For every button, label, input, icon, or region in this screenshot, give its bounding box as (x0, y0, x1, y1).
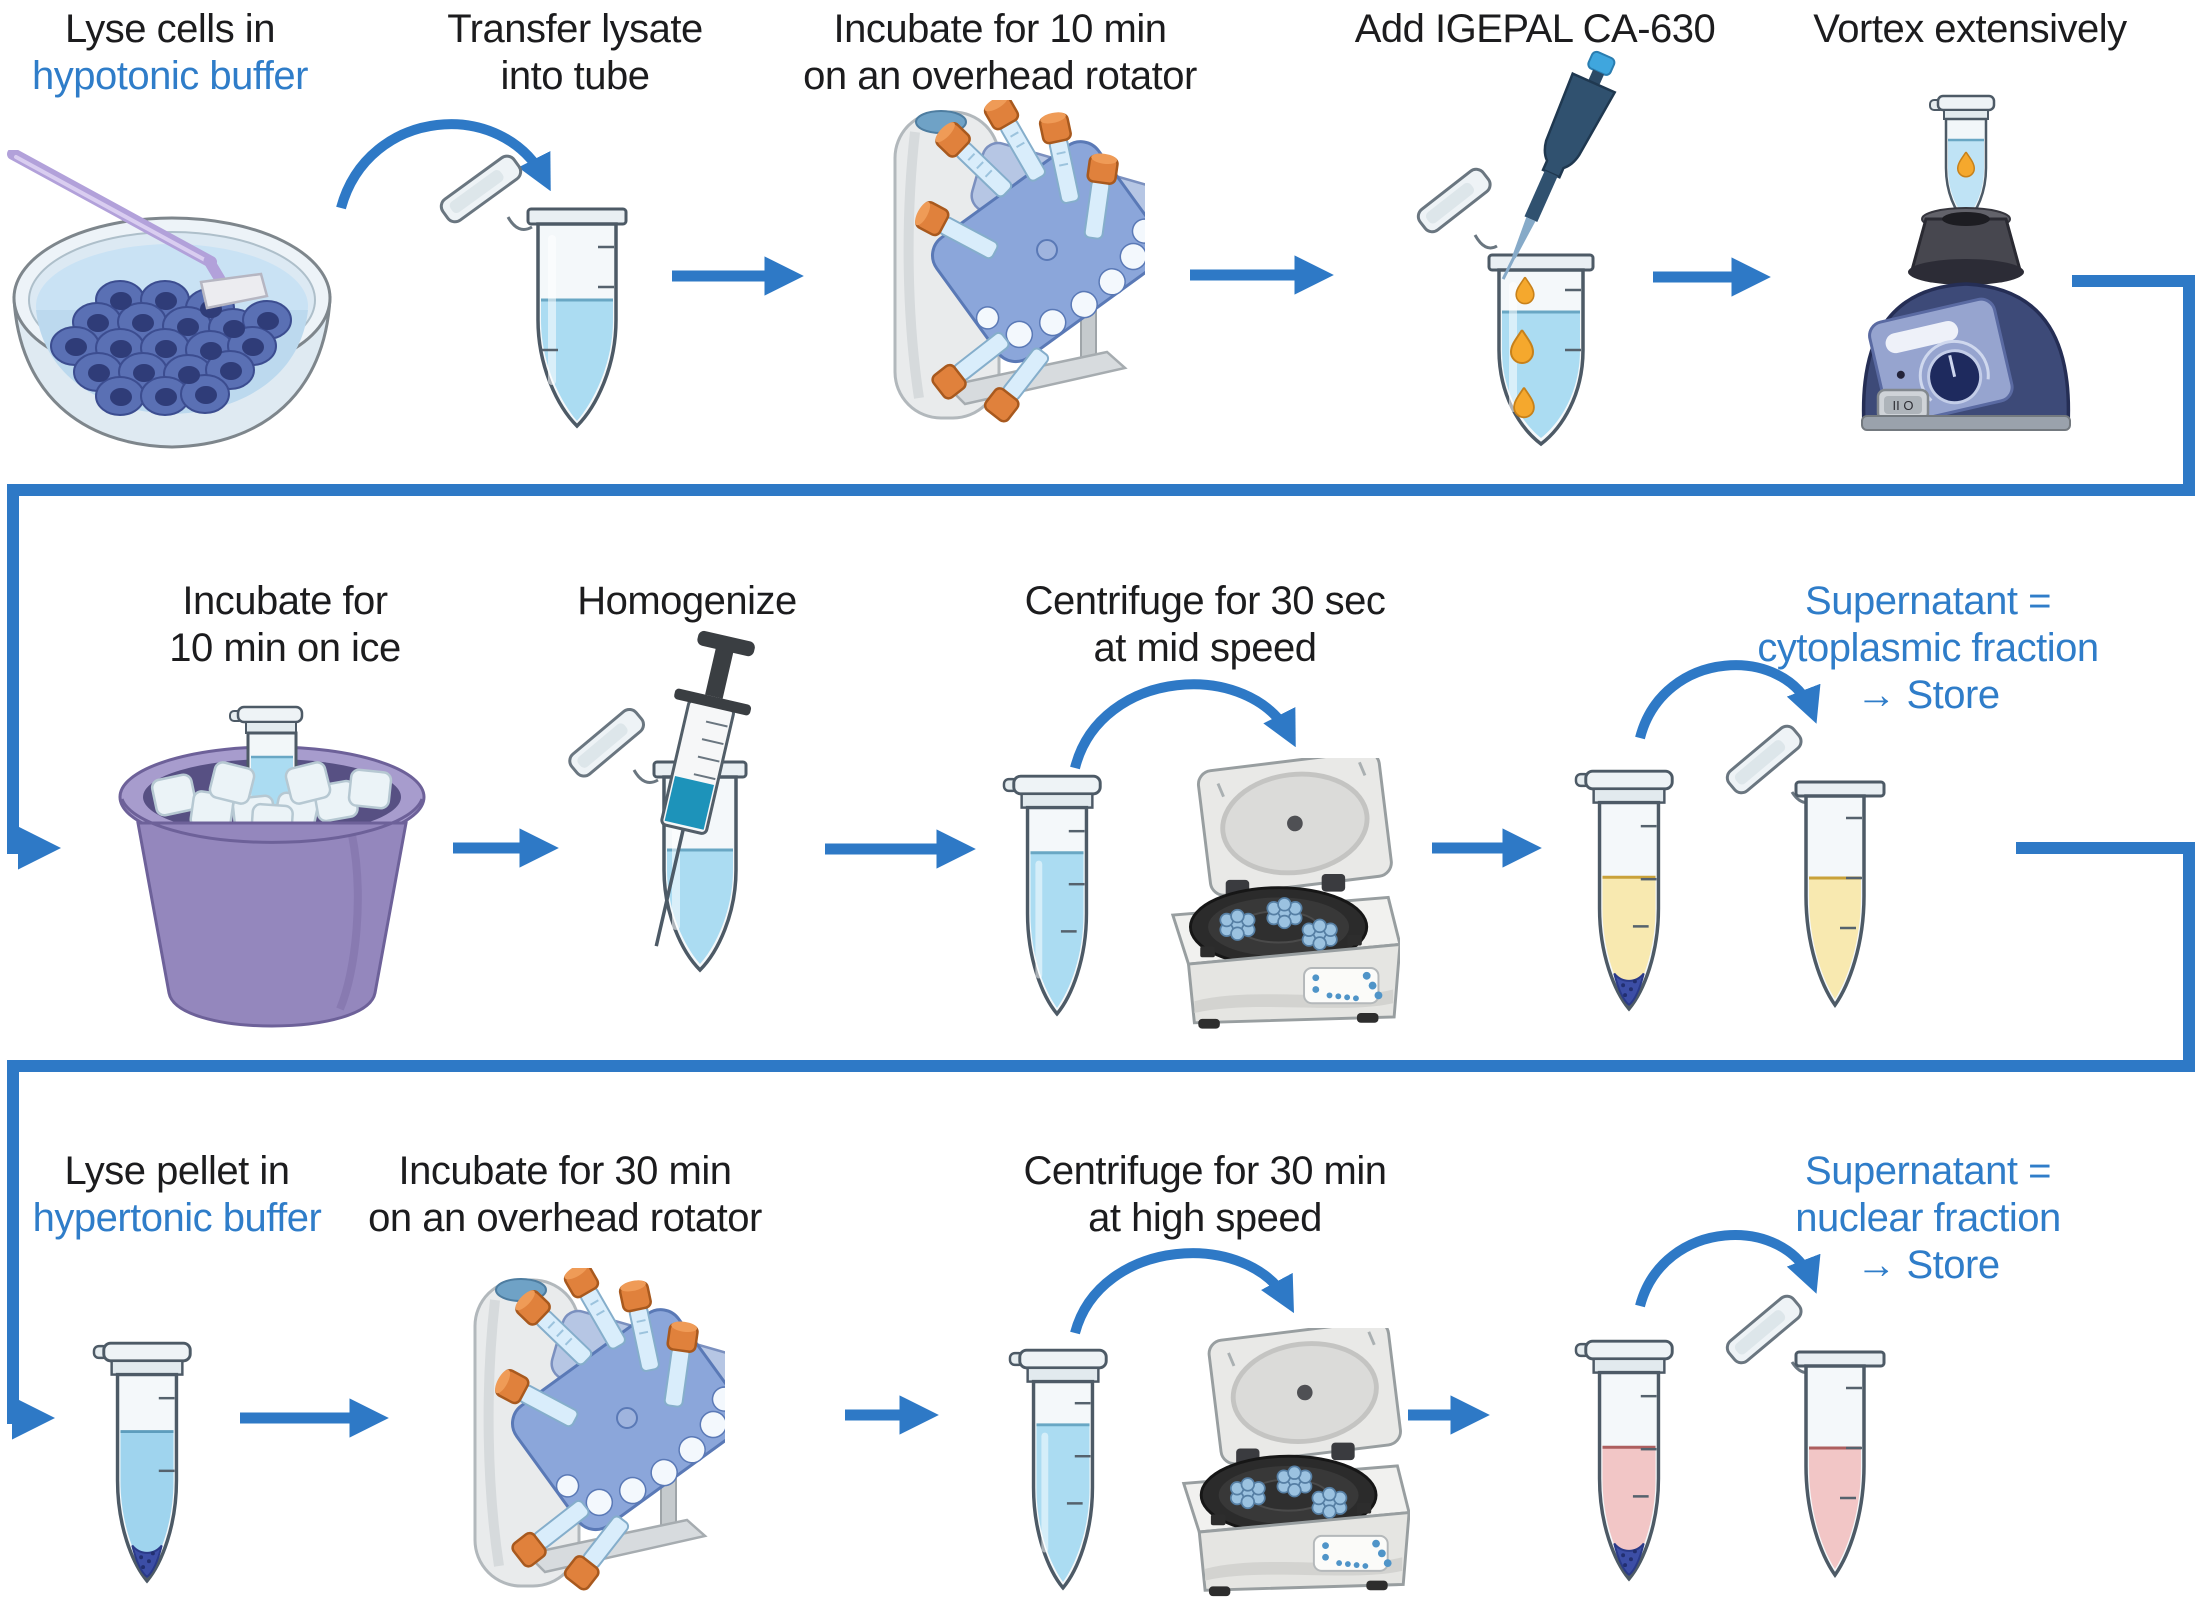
step-11-label: Incubate for 30 min on an overhead rotat… (355, 1148, 775, 1242)
closed-tube-icon (1002, 774, 1102, 1017)
bucket-body (136, 821, 408, 1028)
step-label-line: Incubate for 10 min (833, 7, 1167, 51)
tube-liquid (541, 300, 613, 421)
step-label-line: Incubate for 30 min (398, 1149, 732, 1193)
step-label-line: Lyse pellet in (64, 1149, 291, 1193)
step-2-label: Transfer lysate into tube (365, 6, 785, 100)
step-label-line: Supernatant = (1805, 1149, 2051, 1193)
step-label-line: cytoplasmic fraction (1757, 626, 2099, 670)
curved-arrow-supernatant-cytoplasmic (1635, 660, 1821, 740)
petri-dish-icon (7, 150, 332, 449)
curved-arrow-supernatant-nuclear (1635, 1230, 1821, 1308)
tube-flip-cap (568, 707, 645, 778)
vortex-tube (1929, 94, 1996, 224)
centrifuge-icon (1175, 1328, 1410, 1600)
step-4-label: Add IGEPAL CA-630 (1325, 6, 1745, 53)
step-label-line: Centrifuge for 30 sec (1024, 579, 1386, 623)
pipette-into-tube-icon (1416, 50, 1617, 447)
step-label-line: nuclear fraction (1795, 1196, 2061, 1240)
step-label-line: Supernatant = (1805, 579, 2051, 623)
step-7-label: Homogenize (477, 578, 897, 625)
step-label-line: at high speed (1088, 1196, 1322, 1240)
tube-liquid (1036, 1424, 1090, 1582)
wrap-connector-row1-row2 (7, 275, 2195, 870)
step-label-line: hypotonic buffer (32, 54, 308, 98)
tube-liquid-pink (1602, 1447, 1656, 1573)
power-switch: II O (1876, 388, 1930, 422)
step-5-label: Vortex extensively (1760, 6, 2180, 53)
vortex-mixer-icon: II O (1861, 94, 2071, 431)
step-13-label: Supernatant = nuclear fraction → Store (1738, 1148, 2118, 1289)
svg-text:II O: II O (1893, 398, 1914, 413)
step-label-line: on an overhead rotator (803, 54, 1197, 98)
overhead-rotator-icon (435, 1268, 725, 1598)
curved-arrow-dish-to-tube (336, 119, 551, 210)
step-label-line: → Store (1856, 1243, 2000, 1287)
step-10-label: Lyse pellet in hypertonic buffer (0, 1148, 387, 1242)
step-6-label: Incubate for 10 min on ice (75, 578, 495, 672)
open-microcentrifuge-tube-icon (439, 154, 628, 429)
tube-liquid-yellow (1602, 877, 1656, 1003)
centrifuge-icon (1165, 758, 1400, 1033)
nuclear-fraction-tube-icon (1574, 1339, 1674, 1582)
open-storage-tube-icon (1725, 1294, 1886, 1579)
tube-flip-cap (439, 154, 523, 224)
step-label-line: hypertonic buffer (32, 1196, 322, 1240)
tube-flip-cap (1725, 1294, 1803, 1365)
step-label-line: Transfer lysate (447, 7, 703, 51)
pellet-lysis-tube-icon (92, 1341, 192, 1584)
step-label-line: Incubate for (182, 579, 388, 623)
step-label-line: at mid speed (1093, 626, 1317, 670)
step-label-line: Vortex extensively (1813, 7, 2127, 51)
step-3-label: Incubate for 10 min on an overhead rotat… (790, 6, 1210, 100)
syringe-liquid (664, 775, 714, 830)
tube-liquid-pink (1809, 1448, 1861, 1569)
step-label-line: 10 min on ice (169, 626, 401, 670)
step-9-label: Supernatant = cytoplasmic fraction → Sto… (1738, 578, 2118, 719)
closed-tube-icon (1008, 1348, 1108, 1591)
step-label-line: → Store (1856, 673, 2000, 717)
curved-arrow-tube-to-centrifuge-row3 (1070, 1248, 1295, 1335)
overhead-rotator-icon (855, 100, 1145, 430)
cytoplasmic-fraction-tube-icon (1574, 769, 1674, 1012)
tube-flip-cap (1725, 724, 1803, 795)
step-label-line: Lyse cells in (65, 7, 275, 51)
syringe-icon (654, 630, 755, 947)
tube-liquid (1030, 852, 1084, 1008)
syringe-in-tube-icon (568, 630, 755, 973)
step-1-label: Lyse cells in hypotonic buffer (0, 6, 380, 100)
step-label-line: into tube (500, 54, 650, 98)
curved-arrow-tube-to-centrifuge-row2 (1070, 679, 1296, 770)
step-label-line: Add IGEPAL CA-630 (1354, 7, 1716, 51)
step-label-line: Homogenize (577, 579, 797, 623)
step-label-line: on an overhead rotator (368, 1196, 762, 1240)
wrap-connector-row2-row3 (7, 842, 2195, 1440)
tube-liquid (120, 1431, 174, 1575)
tube-flip-cap (1416, 167, 1492, 234)
cell-scraper-icon (7, 150, 269, 310)
step-label-line: Centrifuge for 30 min (1023, 1149, 1387, 1193)
step-8-label: Centrifuge for 30 sec at mid speed (995, 578, 1415, 672)
step-12-label: Centrifuge for 30 min at high speed (995, 1148, 1415, 1242)
micropipette-icon (1501, 50, 1617, 280)
tube-liquid (667, 850, 733, 964)
cells (50, 280, 292, 416)
tube-liquid-yellow (1809, 878, 1861, 999)
ice-bucket-icon (118, 705, 426, 1028)
open-storage-tube-icon (1725, 724, 1886, 1009)
